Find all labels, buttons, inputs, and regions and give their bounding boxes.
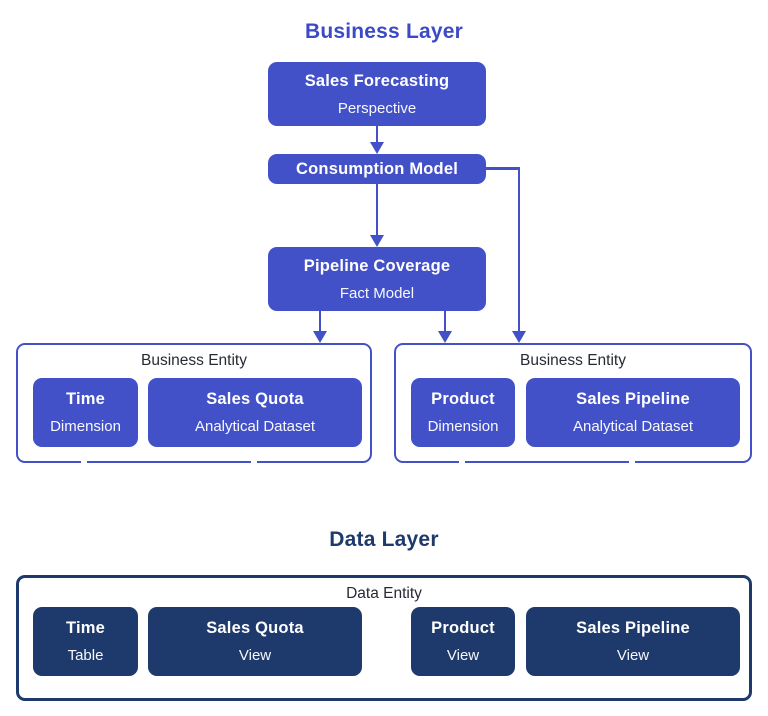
connector-time-to-table — [81, 447, 87, 596]
data-layer-title: Data Layer — [329, 528, 439, 551]
entity-node-product-dimension-name: Product — [431, 390, 495, 408]
entity-node-product-dimension-type: Dimension — [427, 418, 499, 435]
data-node-sales-quota-view: Sales Quota View — [148, 607, 362, 676]
data-node-sales-pipeline-view: Sales Pipeline View — [526, 607, 740, 676]
connector-sales-pipeline-to-view — [629, 447, 635, 596]
data-node-product-view-name: Product — [431, 619, 495, 637]
arrowhead-forecasting-to-consumption — [370, 142, 384, 154]
perspective-node-type: Perspective — [337, 99, 417, 117]
consumption-model-node: Consumption Model — [268, 154, 486, 184]
entity-node-time-dimension-type: Dimension — [50, 418, 121, 435]
arrowhead-fact-model-to-left-entity — [313, 331, 327, 343]
connector-consumption-to-right-entity — [517, 167, 520, 332]
connector-product-to-view — [458, 447, 465, 596]
perspective-node-name: Sales Forecasting — [304, 71, 450, 90]
entity-node-sales-quota-dataset: Sales Quota Analytical Dataset — [148, 378, 362, 447]
entity-node-sales-quota-dataset-name: Sales Quota — [206, 390, 304, 408]
fact-model-node: Pipeline Coverage Fact Model — [268, 247, 486, 311]
connector-fact-model-to-right-entity — [443, 311, 447, 332]
connector-consumption-to-fact-model — [375, 184, 379, 236]
perspective-node: Sales Forecasting Perspective — [268, 62, 486, 126]
entity-node-sales-pipeline-dataset-type: Analytical Dataset — [572, 418, 694, 435]
arrowhead-consumption-to-fact-model — [370, 235, 384, 247]
business-layer-title: Business Layer — [304, 20, 464, 43]
entity-node-sales-quota-dataset-type: Analytical Dataset — [194, 418, 316, 435]
fact-model-node-type: Fact Model — [339, 284, 415, 302]
connector-fact-model-to-left-entity — [318, 311, 322, 332]
data-node-sales-quota-view-name: Sales Quota — [206, 619, 304, 637]
data-node-time-table-type: Table — [67, 647, 104, 664]
entity-node-product-dimension: Product Dimension — [411, 378, 515, 447]
entity-node-sales-pipeline-dataset: Sales Pipeline Analytical Dataset — [526, 378, 740, 447]
data-node-time-table: Time Table — [33, 607, 138, 676]
data-entity-label: Data Entity — [346, 585, 422, 602]
entity-node-sales-pipeline-dataset-name: Sales Pipeline — [576, 390, 690, 408]
consumption-model-node-name: Consumption Model — [296, 159, 458, 178]
data-node-time-table-name: Time — [65, 619, 105, 637]
business-entity-right-label: Business Entity — [520, 352, 626, 369]
business-entity-left-label: Business Entity — [141, 352, 247, 369]
data-node-product-view-type: View — [446, 647, 480, 664]
entity-node-time-dimension: Time Dimension — [33, 378, 138, 447]
data-node-sales-pipeline-view-type: View — [616, 647, 650, 664]
connector-forecasting-to-consumption — [375, 126, 379, 143]
fact-model-node-name: Pipeline Coverage — [303, 256, 451, 275]
arrowhead-consumption-to-right-entity — [512, 331, 526, 343]
entity-node-time-dimension-name: Time — [65, 390, 105, 408]
data-node-sales-quota-view-type: View — [238, 647, 272, 664]
connector-sales-quota-to-view — [251, 447, 257, 596]
arrowhead-fact-model-to-right-entity — [438, 331, 452, 343]
data-node-product-view: Product View — [411, 607, 515, 676]
data-node-sales-pipeline-view-name: Sales Pipeline — [576, 619, 690, 637]
connector-consumption-elbow-horizontal — [486, 167, 520, 170]
